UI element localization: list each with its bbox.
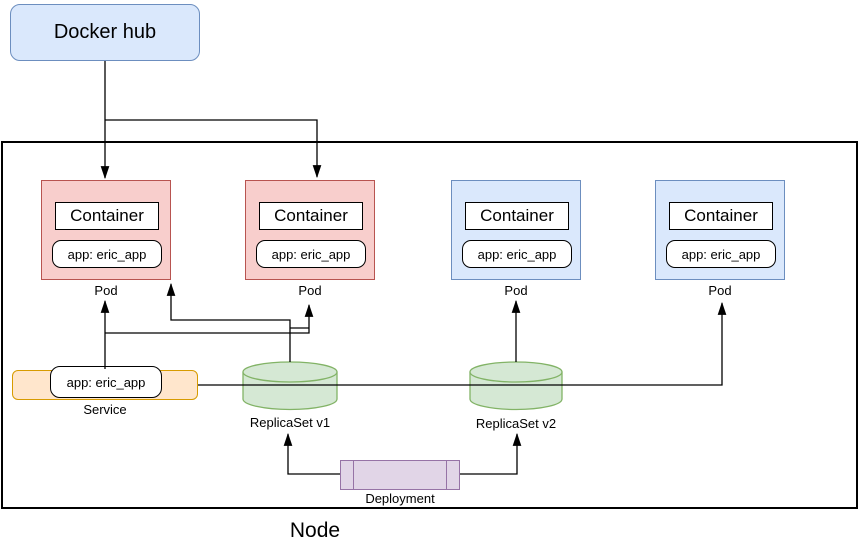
pod-3: Container app: eric_app	[451, 180, 581, 280]
pod-1-label: Pod	[94, 283, 118, 298]
replicaset-v2-label: ReplicaSet v2	[470, 416, 562, 431]
pod-2-container-box: Container	[259, 202, 363, 230]
pod-4-label: Pod	[708, 283, 732, 298]
docker-hub-label: Docker hub	[53, 21, 157, 43]
docker-hub-box: Docker hub	[10, 4, 200, 61]
deployment-box	[340, 460, 460, 490]
pod-1-app-badge: app: eric_app	[52, 240, 162, 268]
deployment-process-bar-right	[445, 461, 447, 489]
deployment-label: Deployment	[365, 491, 435, 506]
pod-1: Container app: eric_app	[41, 180, 171, 280]
pod-1-container-box: Container	[55, 202, 159, 230]
node-label: Node	[289, 519, 341, 542]
pod-4-app-badge: app: eric_app	[666, 240, 776, 268]
pod-4-container-box: Container	[669, 202, 773, 230]
node-container	[1, 141, 858, 509]
pod-2-app-badge: app: eric_app	[256, 240, 366, 268]
pod-2: Container app: eric_app	[245, 180, 375, 280]
pod-3-app-badge: app: eric_app	[462, 240, 572, 268]
replicaset-v1-label: ReplicaSet v1	[244, 415, 336, 430]
deployment-process-bar-left	[353, 461, 355, 489]
service-label: Service	[83, 402, 127, 417]
service-app-badge: app: eric_app	[50, 366, 162, 398]
pod-2-label: Pod	[298, 283, 322, 298]
pod-3-container-box: Container	[465, 202, 569, 230]
pod-3-label: Pod	[504, 283, 528, 298]
pod-4: Container app: eric_app	[655, 180, 785, 280]
